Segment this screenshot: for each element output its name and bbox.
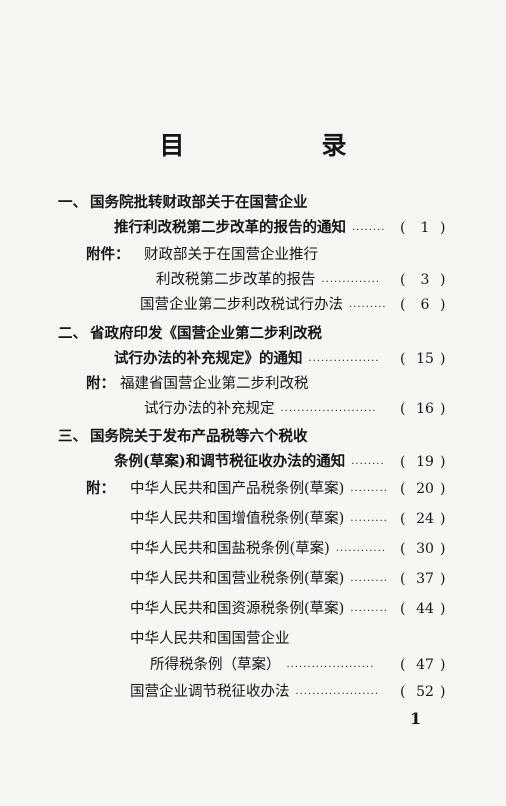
section-title-line: 国务院批转财政部关于在国营企业 [90, 194, 308, 211]
attachment-prefix: 附： [86, 375, 115, 392]
open-paren: ( [400, 601, 406, 617]
attachment-title-line: 中华人民共和国资源税条例(草案) [130, 601, 345, 617]
page-num: 3 [420, 272, 430, 288]
attachment-prefix: 附： [86, 480, 115, 497]
page-num: 6 [420, 297, 430, 313]
open-paren: ( [400, 454, 406, 470]
page-num: 20 [416, 481, 434, 497]
leader-dots: ········· [349, 302, 387, 313]
close-paren: ) [440, 571, 446, 587]
attachment-title-line: 中华人民共和国盐税条例(草案) [130, 541, 330, 557]
leader-dots: ····················· [286, 662, 375, 673]
close-paren: ) [440, 601, 446, 617]
close-paren: ) [440, 481, 446, 497]
page-num: 52 [416, 684, 434, 700]
open-paren: ( [400, 571, 406, 587]
attachment-prefix: 附件： [86, 246, 130, 263]
section-number: 二、 [58, 325, 87, 342]
leader-dots: ········· [350, 606, 388, 617]
open-paren: ( [400, 511, 406, 527]
attachment-title-line: 财政部关于在国营企业推行 [144, 247, 318, 263]
open-paren: ( [400, 297, 406, 313]
leader-dots: ········· [350, 576, 388, 587]
leader-dots: ········· [350, 486, 388, 497]
section-title-line: 国务院关于发布产品税等六个税收 [90, 428, 308, 445]
close-paren: ) [440, 220, 446, 236]
page-num: 19 [416, 454, 434, 470]
open-paren: ( [400, 220, 406, 236]
section-title-line: 推行利改税第二步改革的报告的通知 [114, 219, 346, 236]
section-number: 三、 [58, 428, 87, 445]
page-num: 1 [420, 220, 430, 236]
close-paren: ) [440, 511, 446, 527]
close-paren: ) [440, 297, 446, 313]
attachment-title-line: 国营企业第二步利改税试行办法 [140, 297, 343, 313]
page-number: 1 [410, 709, 422, 728]
open-paren: ( [400, 481, 406, 497]
close-paren: ) [440, 657, 446, 673]
leader-dots: ·············· [321, 277, 381, 288]
attachment-title-line: 所得税条例（草案） [150, 657, 281, 673]
close-paren: ) [440, 541, 446, 557]
leader-dots: ············ [335, 546, 386, 557]
section-number: 一、 [58, 194, 87, 211]
leader-dots: ········ [352, 225, 386, 236]
page-num: 37 [416, 571, 434, 587]
open-paren: ( [400, 684, 406, 700]
attachment-title-line: 中华人民共和国营业税条例(草案) [130, 571, 345, 587]
attachment-title-line: 福建省国营企业第二步利改税 [120, 376, 309, 392]
section-title-line: 条例(草案)和调节税征收办法的通知 [114, 453, 346, 470]
attachment-title-line: 国营企业调节税征收办法 [130, 684, 290, 700]
attachment-title-line: 利改税第二步改革的报告 [156, 272, 316, 288]
leader-dots: ········· [350, 516, 388, 527]
attachment-title-line: 试行办法的补充规定 [144, 401, 275, 417]
attachment-title-line: 中华人民共和国国营企业 [130, 631, 290, 647]
page-num: 15 [416, 351, 434, 367]
page-num: 30 [416, 541, 434, 557]
close-paren: ) [440, 454, 446, 470]
attachment-title-line: 中华人民共和国产品税条例(草案) [130, 481, 345, 497]
page-num: 44 [416, 601, 434, 617]
open-paren: ( [400, 351, 406, 367]
open-paren: ( [400, 272, 406, 288]
page-title: 目 录 [159, 131, 403, 160]
section-title-line: 省政府印发《国营企业第二步利改税 [90, 325, 322, 342]
leader-dots: ················· [308, 356, 380, 367]
close-paren: ) [440, 351, 446, 367]
open-paren: ( [400, 401, 406, 417]
section-title-line: 试行办法的补充规定》的通知 [114, 350, 303, 367]
page-num: 16 [416, 401, 434, 417]
leader-dots: ······················· [280, 406, 377, 417]
leader-dots: ···················· [295, 689, 380, 700]
leader-dots: ········ [351, 459, 385, 470]
open-paren: ( [400, 541, 406, 557]
close-paren: ) [440, 684, 446, 700]
close-paren: ) [440, 272, 446, 288]
page-num: 47 [416, 657, 434, 673]
page-num: 24 [416, 511, 434, 527]
attachment-title-line: 中华人民共和国增值税条例(草案) [130, 511, 345, 527]
close-paren: ) [440, 401, 446, 417]
open-paren: ( [400, 657, 406, 673]
